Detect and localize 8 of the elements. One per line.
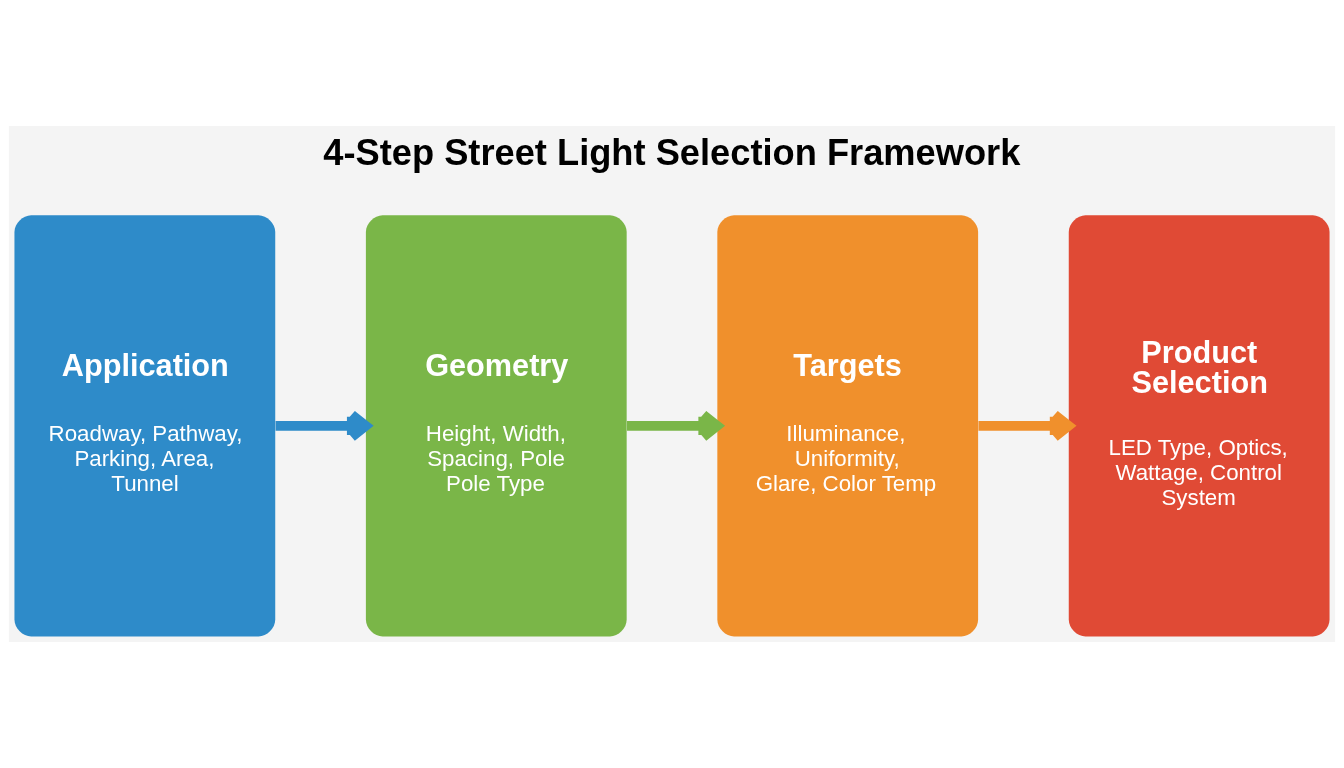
node-box: Targets Illuminance, Uniformity, Glare, Color Temp: [717, 215, 979, 637]
diagram-title: 4-Step Street Light Selection Framework: [323, 131, 1021, 173]
node-box: Application Roadway, Pathway, Parking, Area, Tunnel: [14, 215, 276, 637]
arrow: [275, 409, 371, 442]
node-box: Product Selection LED Type, Optics, Wattage, Control System: [1068, 215, 1330, 637]
arrow: [978, 409, 1074, 442]
node-box: Geometry Height, Width, Spacing, Pole Pole Type: [365, 215, 627, 637]
arrow: [627, 409, 723, 442]
